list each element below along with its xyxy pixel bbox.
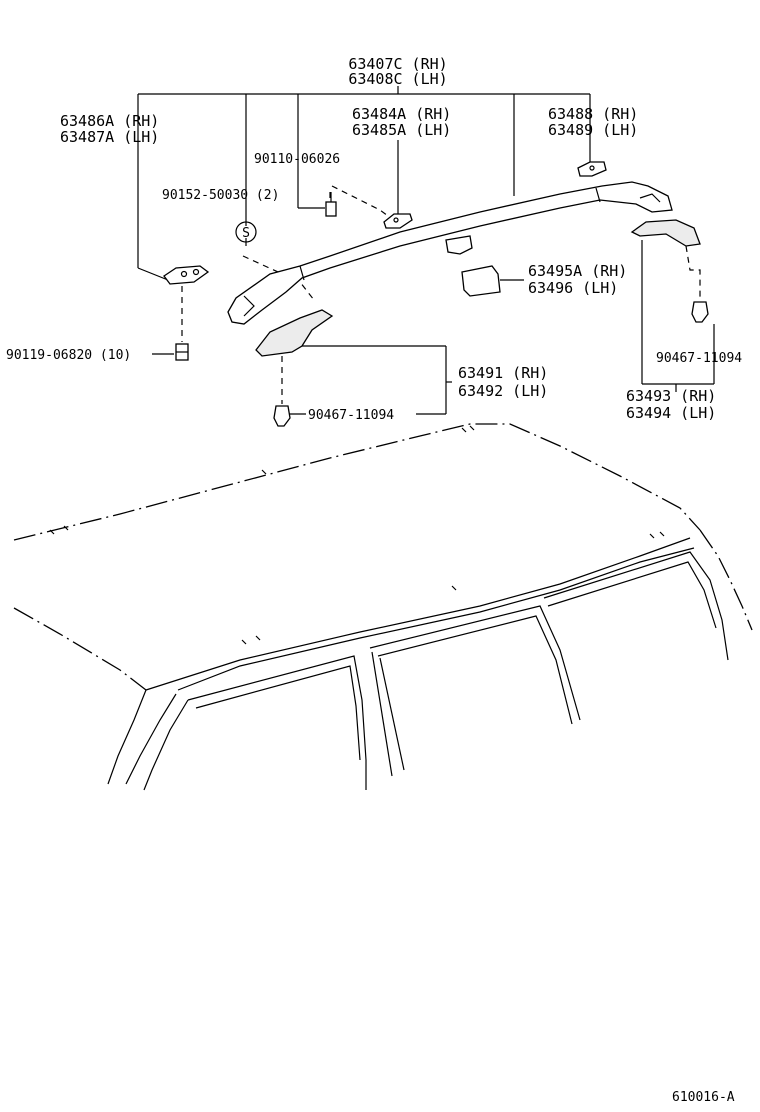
- label-bolt-90119: 90119-06820 (10): [6, 348, 131, 363]
- label-clip-rear: 90467-11094: [656, 351, 742, 366]
- mid-pad: [383, 213, 413, 229]
- label-front-cover-lh: 63492 (LH): [458, 382, 548, 400]
- rail-mount-bracket: [445, 235, 473, 255]
- label-clip-front: 90467-11094: [308, 408, 394, 423]
- label-rear-pad-rh: 63488 (RH): [548, 105, 638, 123]
- clip-front: [273, 405, 291, 427]
- assembly-dashed-lines: [181, 185, 701, 404]
- rear-cover: [630, 219, 701, 247]
- label-cover-rh: 63495A (RH): [528, 262, 627, 280]
- label-screw-90152: 90152-50030 (2): [162, 188, 279, 203]
- bolt-90110: [325, 192, 337, 217]
- label-sealer: S: [242, 226, 250, 241]
- label-front-cover-rh: 63491 (RH): [458, 364, 548, 382]
- sealer-symbol: [235, 221, 257, 243]
- clip-rear: [691, 301, 709, 323]
- label-rear-pad-lh: 63489 (LH): [548, 121, 638, 139]
- label-rear-cover-rh: 63493 (RH): [626, 387, 716, 405]
- vehicle-roof-outline: [13, 423, 753, 791]
- label-front-leg-lh: 63487A (LH): [60, 128, 159, 146]
- cover-63495: [461, 265, 501, 297]
- label-mid-pad-lh: 63485A (LH): [352, 121, 451, 139]
- front-leg-pad: [163, 265, 210, 285]
- label-bolt-90110: 90110-06026: [254, 152, 340, 167]
- figure-code: 610016-A: [672, 1090, 735, 1105]
- front-cover: [255, 309, 334, 357]
- part-labels: 63407C (RH) 63408C (LH) 63486A (RH) 6348…: [6, 55, 742, 1105]
- label-mid-pad-rh: 63484A (RH): [352, 105, 451, 123]
- roof-rail: [227, 181, 673, 325]
- label-cover-lh: 63496 (LH): [528, 279, 618, 297]
- label-rail-lh: 63408C (LH): [348, 70, 447, 88]
- rear-pad: [577, 161, 607, 177]
- label-rail-rh: 63407C (RH): [348, 55, 447, 73]
- label-rear-cover-lh: 63494 (LH): [626, 404, 716, 422]
- label-front-leg-rh: 63486A (RH): [60, 112, 159, 130]
- leader-lines: [137, 86, 715, 415]
- bolt-90119: [175, 343, 189, 361]
